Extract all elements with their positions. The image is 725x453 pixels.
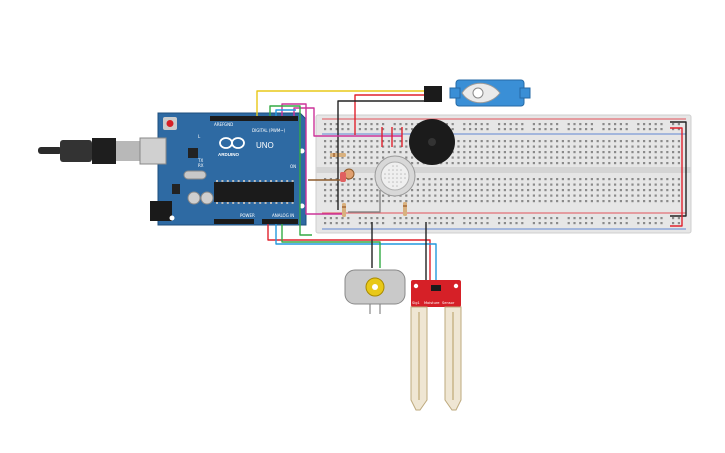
resistor-red-group[interactable] xyxy=(381,127,403,147)
resistor-small-1[interactable] xyxy=(342,203,346,217)
digital-header xyxy=(210,116,298,121)
power-label: POWER xyxy=(240,213,255,218)
dc-motor[interactable] xyxy=(344,269,406,314)
tx-label: TX xyxy=(197,158,203,163)
servo-motor[interactable] xyxy=(424,79,531,107)
piezo-buzzer[interactable] xyxy=(409,119,455,165)
analog-header xyxy=(262,219,298,224)
usb-port[interactable] xyxy=(139,137,167,165)
digital-label: DIGITAL (PWM~) xyxy=(252,128,286,133)
servo-horn-icon xyxy=(472,87,484,99)
rail-power-jumper[interactable] xyxy=(670,127,683,227)
servo-connector xyxy=(424,86,442,102)
gnd-label: GND xyxy=(224,122,233,127)
soil-moisture-sensor[interactable]: Sig1 Moisture Sensor xyxy=(410,280,462,411)
gas-sensor-wire[interactable] xyxy=(348,190,381,213)
resistor-small-2[interactable] xyxy=(403,202,407,216)
arduino-uno-board[interactable]: ARDUINO UNO DIGITAL (PWM~) POWER ANALOG … xyxy=(38,112,307,226)
servo-power-wire[interactable] xyxy=(354,94,428,135)
breadboard[interactable] xyxy=(315,114,692,234)
sensor-signal-wire[interactable] xyxy=(275,224,437,282)
brand-label: ARDUINO xyxy=(218,152,239,157)
rx-label: RX xyxy=(198,163,204,168)
motor-wire[interactable] xyxy=(281,224,381,268)
sensor-power-wire[interactable] xyxy=(267,224,431,282)
gas-sensor[interactable] xyxy=(374,155,416,197)
rail-ground-jumper[interactable] xyxy=(670,121,687,217)
sensor-pin2-label: Moisture xyxy=(424,301,440,305)
resistor-ldr[interactable] xyxy=(330,153,346,157)
photoresistor[interactable] xyxy=(340,168,355,182)
green-wire-top[interactable] xyxy=(269,105,312,236)
wires xyxy=(256,90,687,282)
analog-label: ANALOG IN xyxy=(272,213,294,218)
blue-wire-top[interactable] xyxy=(275,109,296,116)
arduino-logo-icon xyxy=(219,137,245,149)
breadboard-holes xyxy=(324,123,680,225)
model-label: UNO xyxy=(256,141,274,150)
magenta-wire[interactable] xyxy=(281,103,344,215)
on-led-label: ON xyxy=(290,164,296,169)
atmega-chip xyxy=(214,182,294,202)
power-jack[interactable] xyxy=(150,201,172,221)
power-header xyxy=(214,219,254,224)
l-led-label: L xyxy=(198,134,201,139)
sensor-pin3-label: Sensor xyxy=(442,301,455,305)
sensor-pin1-label: Sig1 xyxy=(412,301,420,305)
servo-ground-wire[interactable] xyxy=(337,100,428,210)
aref-label: AREF xyxy=(214,122,225,127)
